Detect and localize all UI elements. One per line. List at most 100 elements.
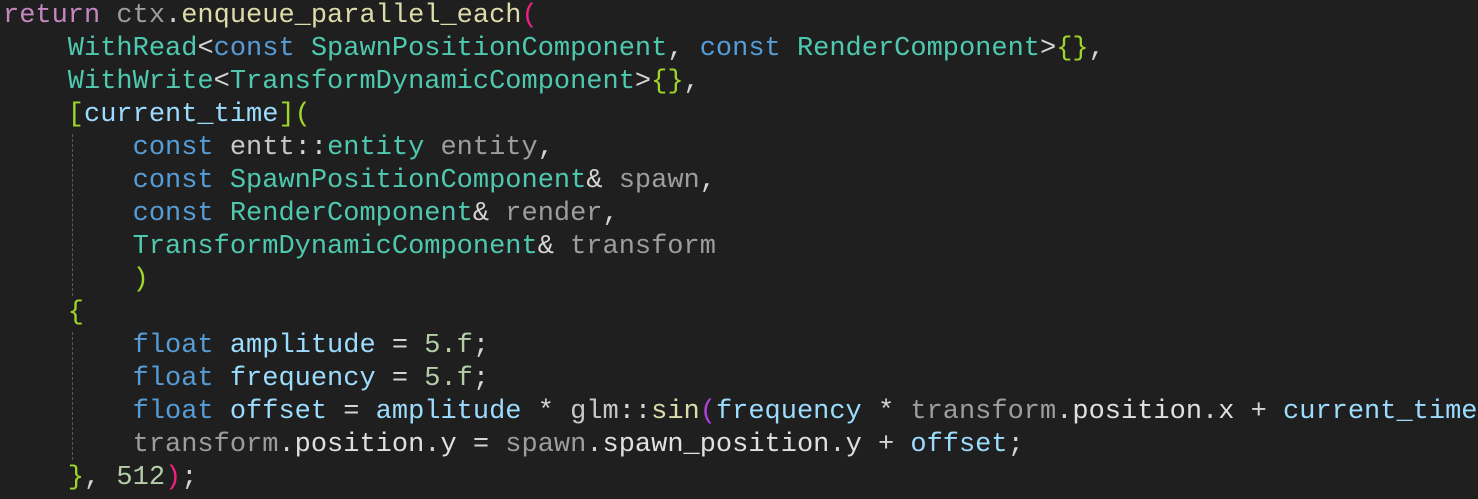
code-token: const: [3, 166, 214, 196]
code-token: >: [634, 67, 652, 97]
code-line[interactable]: ): [3, 264, 1478, 297]
code-token: TransformDynamicComponent: [229, 67, 635, 97]
code-token: frequency: [213, 364, 376, 394]
code-token: position: [1072, 397, 1203, 427]
code-token: ;: [181, 463, 198, 493]
code-line[interactable]: const entt::entity entity,: [3, 132, 1478, 165]
code-token: =: [375, 331, 425, 361]
code-token: spawn_position: [602, 430, 830, 460]
code-token: +: [861, 430, 911, 460]
code-token: .: [165, 1, 182, 31]
code-token: {}: [651, 67, 684, 97]
code-line[interactable]: float amplitude = 5.f;: [3, 330, 1478, 363]
code-line[interactable]: WithWrite<TransformDynamicComponent>{},: [3, 66, 1478, 99]
code-token: const: [213, 34, 295, 64]
code-token: &: [472, 199, 506, 229]
code-token: spawn: [505, 430, 587, 460]
code-line[interactable]: const SpawnPositionComponent& spawn,: [3, 165, 1478, 198]
code-token: enqueue_parallel_each: [181, 1, 522, 31]
indent-guide: [72, 332, 73, 460]
code-token: ::: [294, 133, 328, 163]
code-token: (: [699, 397, 716, 427]
code-line[interactable]: const RenderComponent& render,: [3, 198, 1478, 231]
code-token: ,: [1088, 34, 1105, 64]
code-token: [: [3, 100, 85, 130]
code-token: current_time: [84, 100, 279, 130]
code-token: {}: [1056, 34, 1089, 64]
code-token: (: [521, 1, 538, 31]
code-token: .: [586, 430, 603, 460]
code-token: <: [197, 34, 214, 64]
code-token: &: [537, 232, 571, 262]
code-token: ,: [602, 199, 619, 229]
code-token: *: [861, 397, 911, 427]
code-token: ): [165, 463, 182, 493]
code-token: ;: [1007, 430, 1024, 460]
code-token: ](: [278, 100, 311, 130]
code-token: RenderComponent: [780, 34, 1040, 64]
code-token: x: [1218, 397, 1235, 427]
code-token: entity: [424, 133, 538, 163]
code-token: offset: [910, 430, 1008, 460]
indent-guide: [72, 134, 73, 296]
code-token: .: [1202, 397, 1219, 427]
code-token: ,: [537, 133, 554, 163]
code-token: +: [1234, 397, 1284, 427]
code-token: 5.f: [424, 331, 473, 361]
code-token: =: [327, 397, 376, 427]
code-token: glm: [570, 397, 619, 427]
code-line[interactable]: [current_time](: [3, 99, 1478, 132]
code-token: entt: [213, 133, 295, 163]
code-token: transform: [910, 397, 1057, 427]
code-token: frequency: [715, 397, 862, 427]
code-token: ,: [699, 166, 716, 196]
code-token: float: [3, 364, 214, 394]
code-token: &: [586, 166, 619, 196]
code-token: .: [1056, 397, 1073, 427]
code-token: =: [375, 364, 425, 394]
code-line[interactable]: }, 512);: [3, 462, 1478, 495]
code-token: transform: [3, 430, 279, 460]
code-token: TransformDynamicComponent: [3, 232, 538, 262]
code-token: >: [1040, 34, 1057, 64]
code-token: y: [845, 430, 862, 460]
code-token: ,: [84, 463, 117, 493]
code-line[interactable]: {: [3, 297, 1478, 330]
code-token: amplitude: [375, 397, 522, 427]
code-token: const: [699, 34, 781, 64]
code-line[interactable]: transform.position.y = spawn.spawn_posit…: [3, 429, 1478, 462]
code-token: ;: [472, 331, 490, 361]
code-token: WithWrite: [3, 67, 214, 97]
code-line[interactable]: return ctx.enqueue_parallel_each(: [3, 0, 1478, 33]
code-token: ctx: [100, 1, 166, 31]
code-token: <: [213, 67, 230, 97]
code-line[interactable]: float offset = amplitude * glm::sin(freq…: [3, 396, 1478, 429]
code-token: sin: [651, 397, 700, 427]
code-token: const: [3, 133, 214, 163]
code-editor[interactable]: return ctx.enqueue_parallel_each( WithRe…: [3, 0, 1478, 495]
code-token: 512: [116, 463, 166, 493]
code-token: transform: [570, 232, 716, 262]
code-token: =: [456, 430, 506, 460]
code-token: ): [3, 265, 149, 295]
code-token: 5.f: [424, 364, 473, 394]
code-token: .: [829, 430, 846, 460]
code-token: return: [3, 1, 101, 31]
code-line[interactable]: float frequency = 5.f;: [3, 363, 1478, 396]
code-token: current_time: [1283, 397, 1478, 427]
code-token: y: [440, 430, 457, 460]
code-token: float: [3, 331, 214, 361]
code-token: SpawnPositionComponent: [294, 34, 668, 64]
code-token: position: [294, 430, 425, 460]
code-line[interactable]: TransformDynamicComponent& transform: [3, 231, 1478, 264]
code-token: amplitude: [213, 331, 376, 361]
code-token: entity: [327, 133, 425, 163]
code-token: WithRead: [3, 34, 198, 64]
code-token: ;: [472, 364, 490, 394]
code-token: ::: [618, 397, 652, 427]
code-token: float: [3, 397, 214, 427]
code-token: .: [278, 430, 295, 460]
code-token: *: [521, 397, 571, 427]
code-token: {: [3, 298, 85, 328]
code-line[interactable]: WithRead<const SpawnPositionComponent, c…: [3, 33, 1478, 66]
